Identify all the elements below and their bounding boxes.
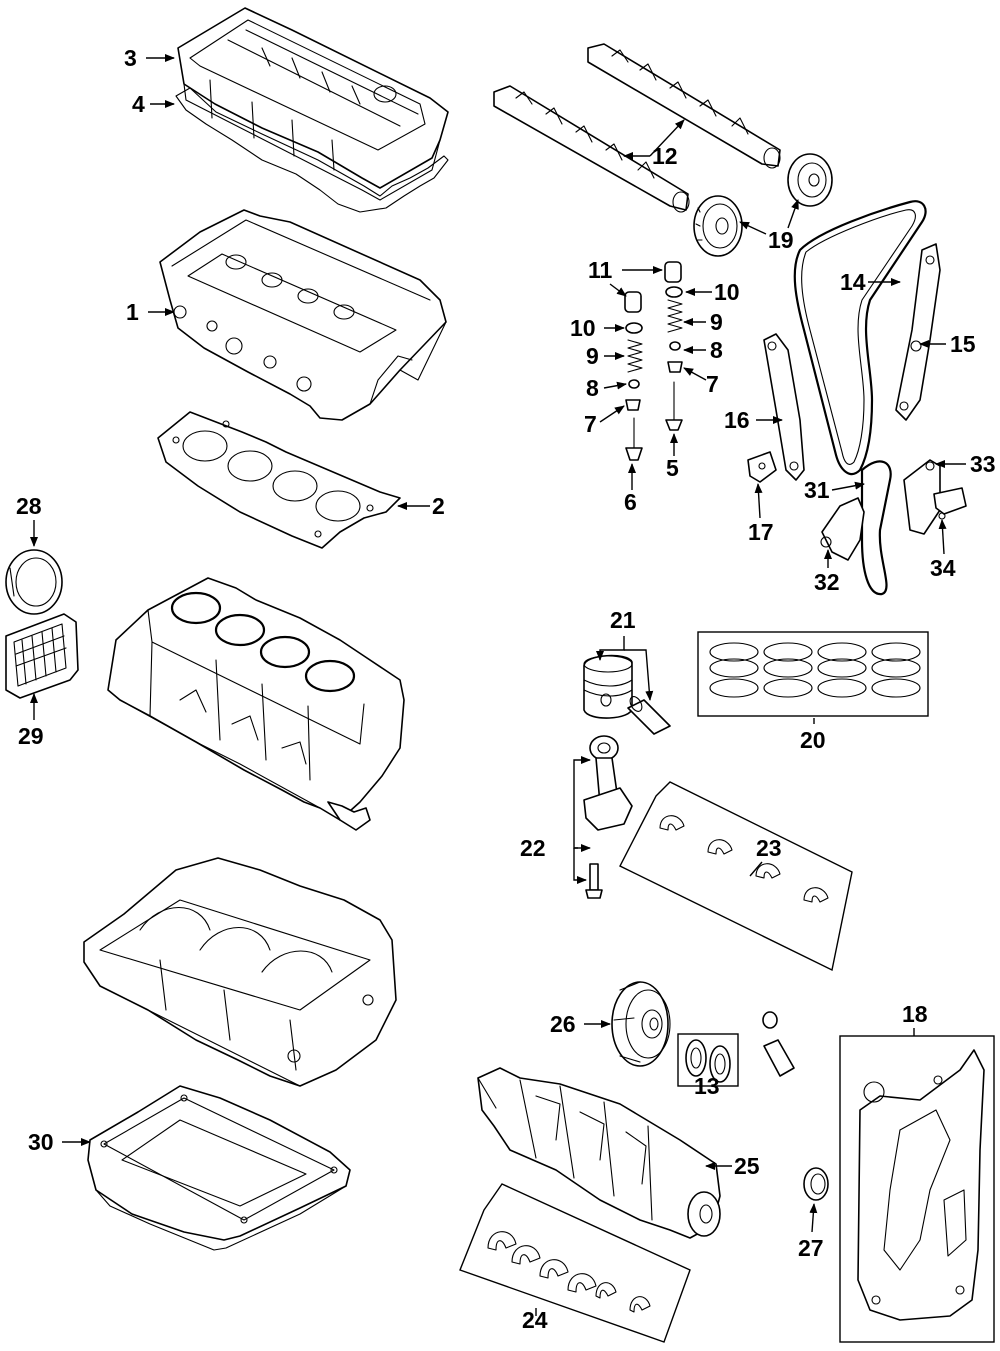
tensioner-arm	[763, 333, 805, 481]
callout-20: 20	[800, 727, 826, 753]
callout-28: 28	[16, 493, 42, 519]
leader-lines	[30, 54, 966, 1316]
callout-16: 16	[724, 407, 750, 433]
crankshaft	[477, 1067, 721, 1239]
cylinder-block	[107, 577, 405, 831]
callout-10-right: 10	[714, 279, 740, 305]
callout-27: 27	[798, 1235, 824, 1261]
seal-carrier	[5, 613, 79, 699]
callout-7-left: 7	[584, 411, 597, 437]
callout-21: 21	[610, 607, 636, 633]
callout-1: 1	[126, 299, 139, 325]
valve-springs	[627, 299, 683, 373]
chain-tensioner	[747, 451, 777, 483]
crankshaft-pulley	[611, 981, 671, 1067]
callout-14: 14	[840, 269, 866, 295]
oil-pump-chain-tensioner	[903, 459, 967, 535]
callout-30: 30	[28, 1129, 54, 1155]
callout-19: 19	[768, 227, 794, 253]
spring-retainers	[625, 286, 683, 334]
valve-lifters	[624, 261, 682, 313]
cylinder-head	[159, 209, 447, 421]
timing-chain-guide	[895, 243, 941, 421]
callout-13: 13	[694, 1073, 720, 1099]
callout-6: 6	[624, 489, 637, 515]
callout-29: 29	[18, 723, 44, 749]
oil-pump-chain	[860, 460, 892, 596]
callout-5: 5	[666, 455, 679, 481]
callout-12: 12	[652, 143, 678, 169]
front-crankshaft-seal	[803, 1167, 829, 1201]
callout-10-left: 10	[570, 315, 596, 341]
callout-4: 4	[132, 91, 145, 117]
valve-keepers	[628, 341, 681, 389]
callout-11: 11	[588, 257, 613, 283]
main-bearings	[459, 1183, 691, 1343]
crankcase-bedplate	[83, 857, 397, 1087]
callout-7-right: 7	[706, 371, 719, 397]
timing-chain	[793, 200, 927, 476]
timing-cover	[839, 1035, 995, 1343]
piston	[583, 654, 633, 719]
callout-15: 15	[950, 331, 976, 357]
callout-33: 33	[970, 451, 996, 477]
oil-pan	[87, 1085, 351, 1251]
callout-9-right: 9	[710, 309, 723, 335]
valves	[625, 381, 683, 461]
callout-26: 26	[550, 1011, 576, 1037]
callout-8-left: 8	[586, 375, 599, 401]
callout-34: 34	[930, 555, 956, 581]
connecting-rod	[583, 735, 633, 899]
callout-2: 2	[432, 493, 445, 519]
callout-numbers: 3 4 1 2 28 29 30 12 19 11 10 10 9 9 8 8 …	[16, 45, 996, 1333]
piston-rings	[697, 631, 929, 717]
head-gasket	[157, 411, 401, 549]
callout-22: 22	[520, 835, 546, 861]
callout-32: 32	[814, 569, 840, 595]
valve-cover-gasket	[175, 87, 449, 213]
rear-crankshaft-seal	[5, 549, 63, 615]
valve-cover	[177, 7, 449, 201]
callout-18: 18	[902, 1001, 928, 1027]
oil-pump-chain-guide	[820, 497, 865, 561]
callout-23: 23	[756, 835, 782, 861]
callout-31: 31	[804, 477, 830, 503]
connecting-rod-bearings	[619, 781, 853, 972]
piston-pin	[627, 696, 671, 735]
callout-9-left: 9	[586, 343, 599, 369]
camshafts	[493, 43, 781, 213]
valve-stem-seals	[625, 361, 683, 411]
callout-3: 3	[124, 45, 137, 71]
callout-25: 25	[734, 1153, 760, 1179]
callout-24: 24	[522, 1307, 548, 1333]
callout-8-right: 8	[710, 337, 723, 363]
crankshaft-key-bushing	[762, 1011, 795, 1077]
crankshaft-sprockets	[677, 1033, 739, 1087]
camshaft-sprocket	[693, 195, 743, 257]
cam-phaser	[787, 153, 833, 207]
callout-17: 17	[748, 519, 774, 545]
